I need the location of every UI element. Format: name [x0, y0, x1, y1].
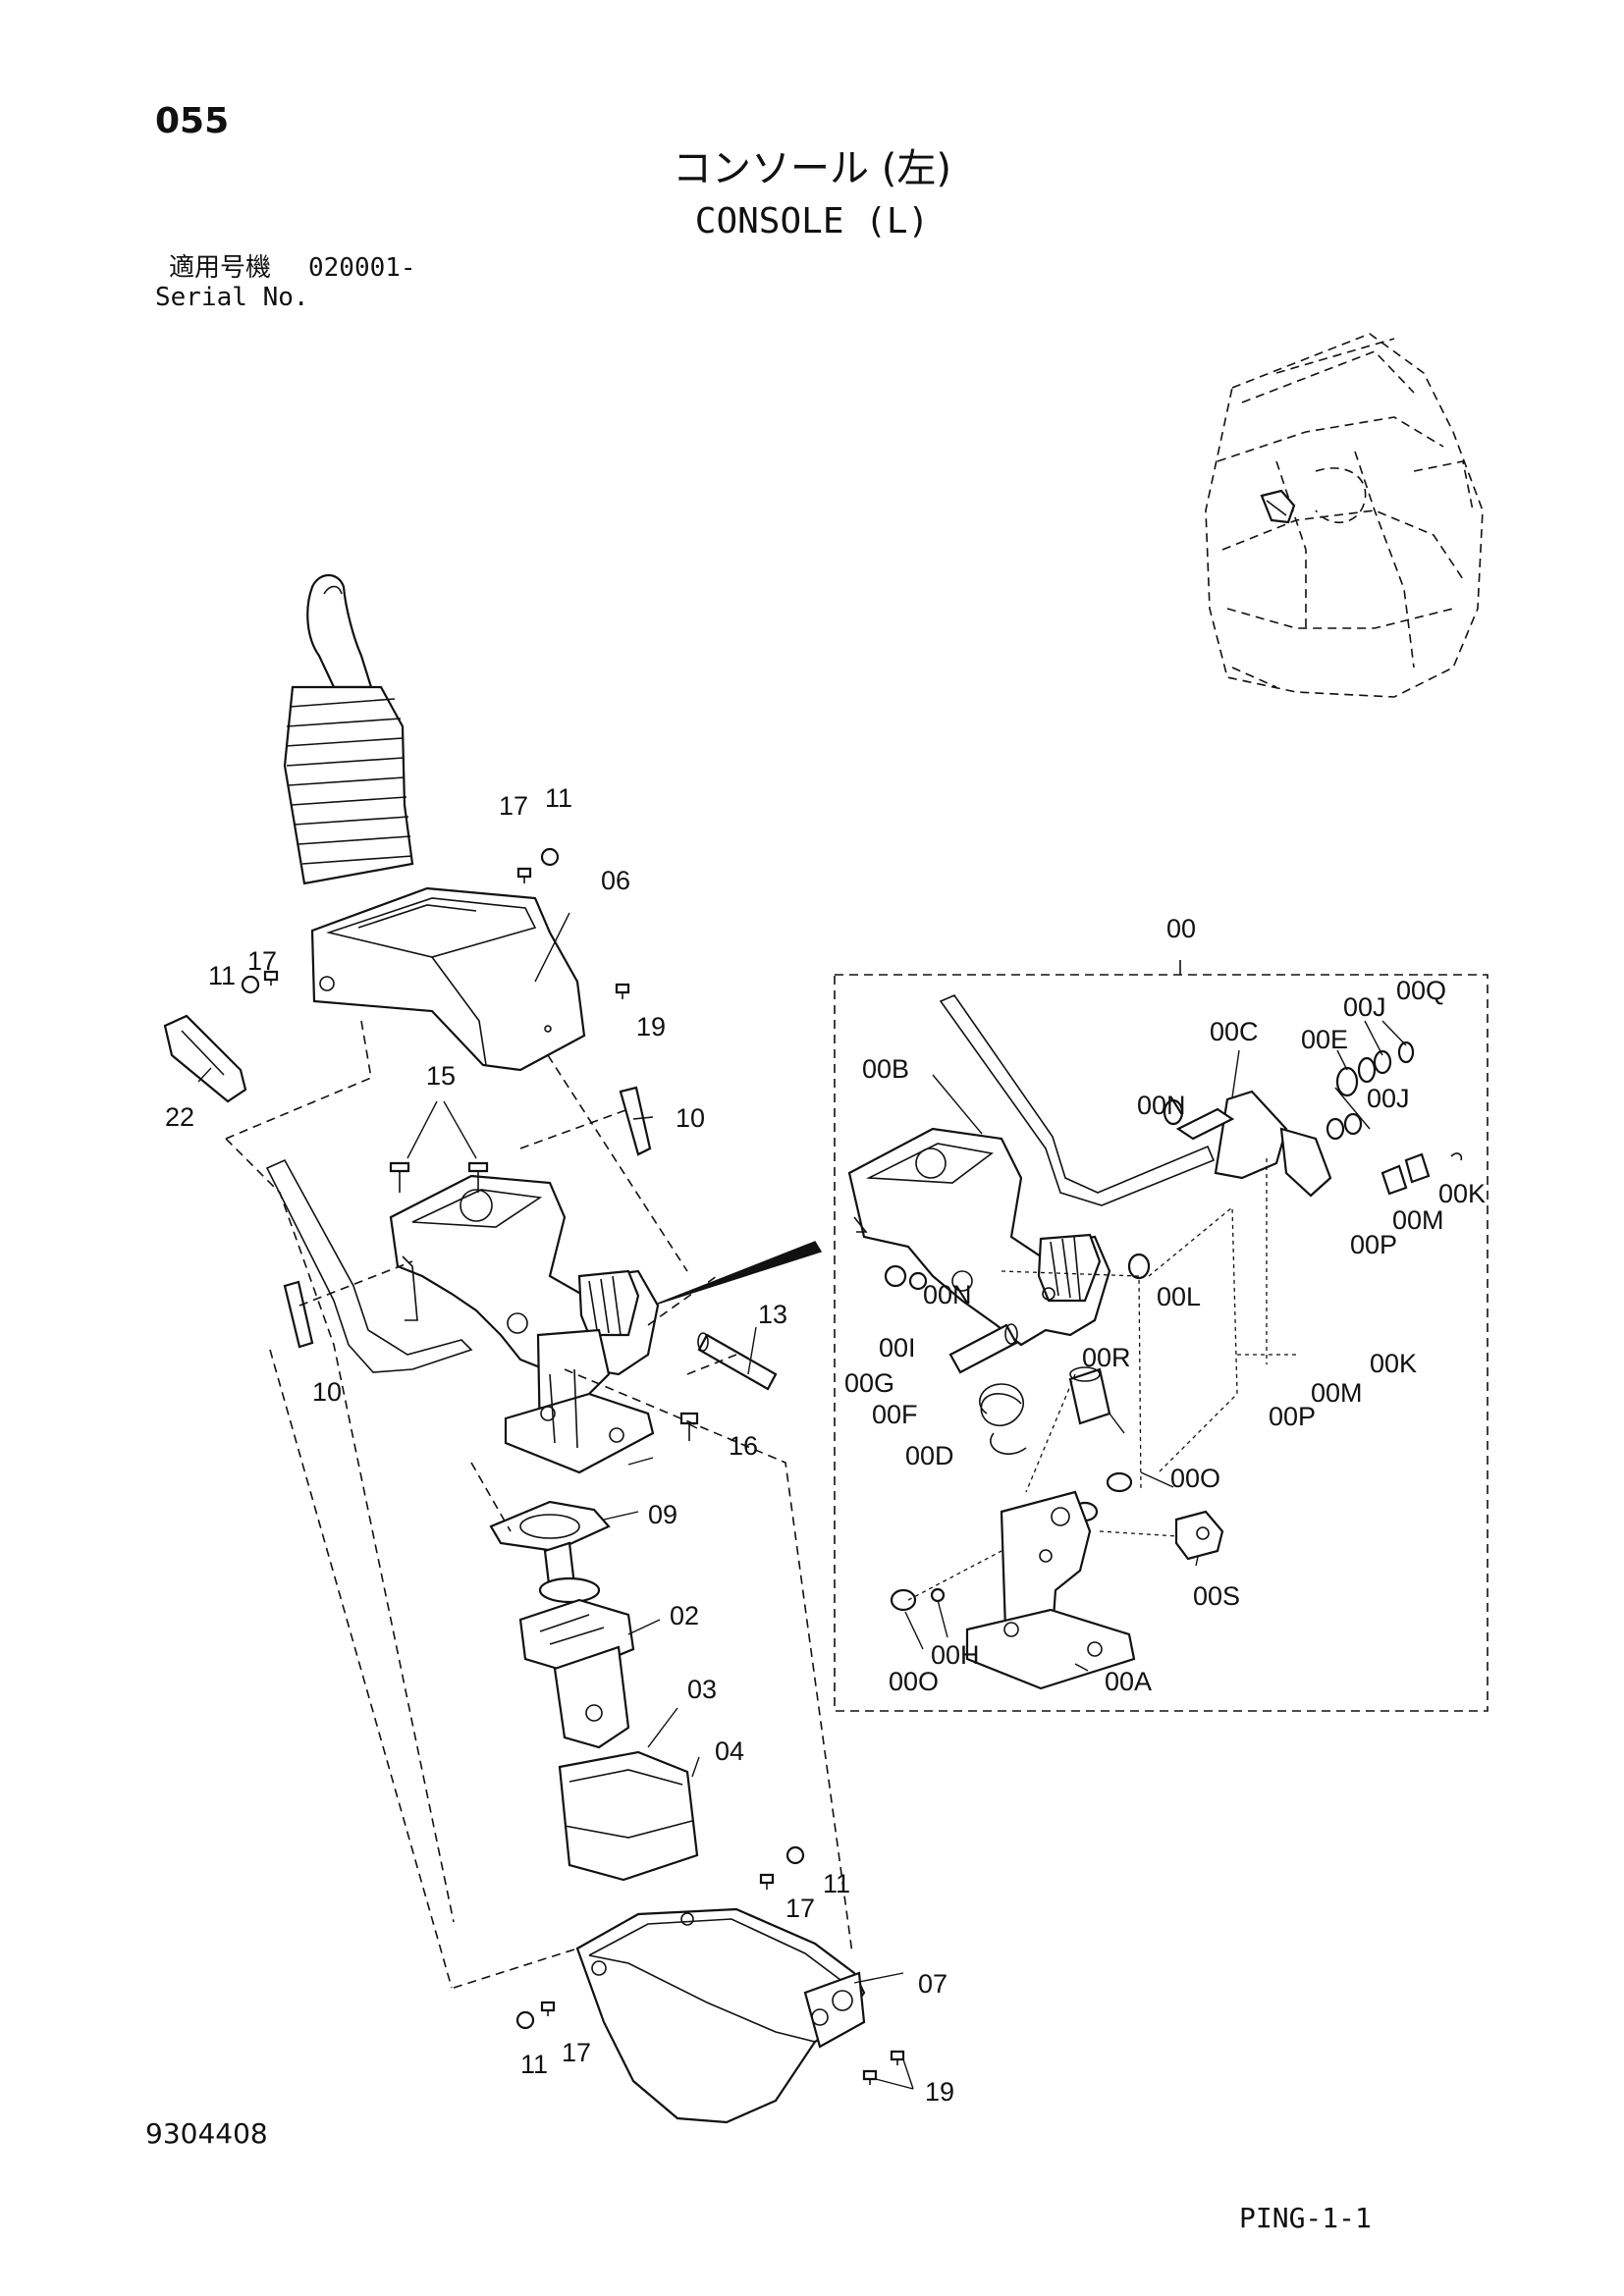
console-frame-bracket — [389, 1174, 660, 1474]
callout-19a: 19 — [636, 1012, 666, 1041]
callout-00F: 00F — [872, 1400, 918, 1429]
callout-labels: 17 11 06 11 17 19 22 15 10 10 13 16 09 0… — [165, 783, 1486, 2107]
callout-11a: 11 — [545, 783, 572, 813]
callout-00K-2: 00K — [1370, 1349, 1417, 1378]
callout-00O-2: 00O — [889, 1667, 939, 1696]
callout-00R: 00R — [1082, 1343, 1131, 1372]
callout-15: 15 — [426, 1061, 456, 1091]
plate-upper — [619, 1086, 652, 1156]
callout-00P-2: 00P — [1269, 1402, 1316, 1431]
console-bottom-cover — [575, 1907, 866, 2124]
pin-13 — [697, 1332, 778, 1391]
lever-rod — [265, 1158, 473, 1373]
callout-00M-2: 00M — [1311, 1378, 1363, 1408]
callout-00N-1: 00N — [1137, 1091, 1186, 1120]
callout-00H: 00H — [931, 1640, 980, 1670]
callout-19b: 19 — [925, 2077, 954, 2107]
callout-11d: 11 — [520, 2050, 548, 2079]
callout-03: 03 — [687, 1675, 717, 1704]
callout-09: 09 — [648, 1500, 677, 1529]
callout-17d: 17 — [562, 2038, 591, 2067]
serial-number: 020001- — [308, 253, 416, 283]
callout-13: 13 — [758, 1300, 787, 1329]
assembly-guide-lines — [225, 1020, 853, 1989]
callout-00I: 00I — [879, 1333, 916, 1362]
callout-00J-1: 00J — [1343, 992, 1386, 1022]
document-id: 9304408 — [145, 2117, 268, 2150]
callout-04: 04 — [715, 1736, 744, 1766]
fasteners — [241, 847, 905, 2085]
subassembly-detail-box — [834, 960, 1489, 1712]
bolts-15 — [389, 1161, 489, 1193]
callout-00G: 00G — [844, 1368, 894, 1398]
callout-00L: 00L — [1157, 1282, 1201, 1311]
lever-grip-with-boot — [283, 573, 414, 885]
gasket — [489, 1500, 611, 1553]
callout-00O-1: 00O — [1170, 1464, 1220, 1493]
callout-00A: 00A — [1105, 1667, 1152, 1696]
callout-00M-1: 00M — [1392, 1205, 1444, 1235]
title-japanese: コンソール (左) — [673, 146, 951, 191]
rubber-boot — [558, 1750, 699, 1882]
pilot-valve — [518, 1541, 635, 1749]
callout-00D: 00D — [905, 1441, 954, 1470]
callout-00J-2: 00J — [1367, 1084, 1410, 1113]
leader-lines — [197, 912, 1407, 2090]
callout-17a: 17 — [499, 791, 528, 821]
callout-10b: 10 — [312, 1377, 342, 1407]
callout-16: 16 — [729, 1431, 758, 1461]
serial-label-japanese: 適用号機 — [169, 253, 272, 283]
cab-locator-sketch — [1205, 333, 1484, 698]
grip-bracket — [163, 1014, 247, 1103]
callout-00: 00 — [1166, 914, 1196, 943]
title-english: CONSOLE (L) — [694, 201, 930, 241]
callout-17c: 17 — [785, 1894, 815, 1923]
callout-06: 06 — [601, 866, 630, 895]
page-code: PING-1-1 — [1239, 2202, 1372, 2234]
callout-00B: 00B — [862, 1054, 909, 1084]
console-top-cover — [310, 886, 586, 1072]
plate-lower — [283, 1280, 314, 1349]
callout-00S: 00S — [1193, 1581, 1240, 1611]
callout-07: 07 — [918, 1969, 947, 1999]
callout-00K-1: 00K — [1438, 1179, 1486, 1208]
bolt-16 — [679, 1412, 699, 1441]
detail-pointer — [657, 1241, 823, 1305]
callout-02: 02 — [670, 1601, 699, 1630]
page-number: 055 — [155, 101, 230, 141]
callout-00P-1: 00P — [1350, 1230, 1397, 1259]
callout-00C: 00C — [1210, 1017, 1259, 1046]
callout-00N-2: 00N — [923, 1280, 972, 1309]
callout-22: 22 — [165, 1102, 194, 1132]
callout-11c: 11 — [823, 1869, 850, 1898]
callout-17b: 17 — [247, 946, 277, 976]
callout-00Q: 00Q — [1396, 976, 1446, 1005]
serial-label-english: Serial No. — [155, 283, 309, 312]
callout-00E: 00E — [1301, 1025, 1348, 1054]
callout-10a: 10 — [676, 1103, 705, 1133]
callout-11b: 11 — [208, 961, 236, 990]
